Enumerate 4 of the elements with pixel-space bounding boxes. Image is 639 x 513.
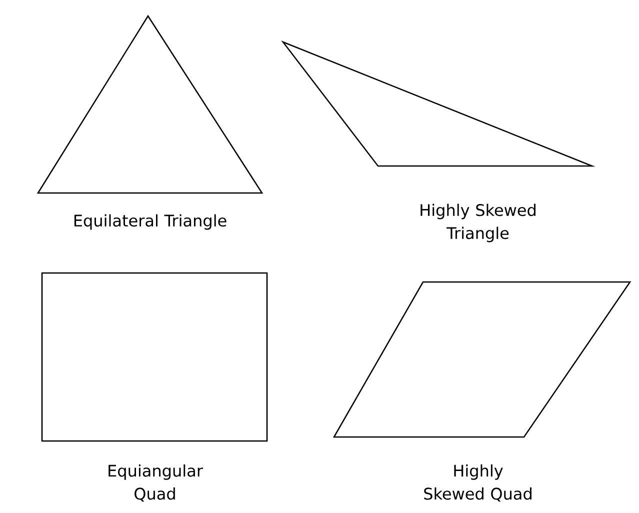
shape-caption: Highly Skewed Quad (424, 464, 532, 502)
shape-caption: Equiangular Quad (108, 464, 203, 502)
shape-caption: Equilateral Triangle (74, 214, 226, 230)
shape-caption: Highly Skewed Triangle (420, 204, 536, 242)
